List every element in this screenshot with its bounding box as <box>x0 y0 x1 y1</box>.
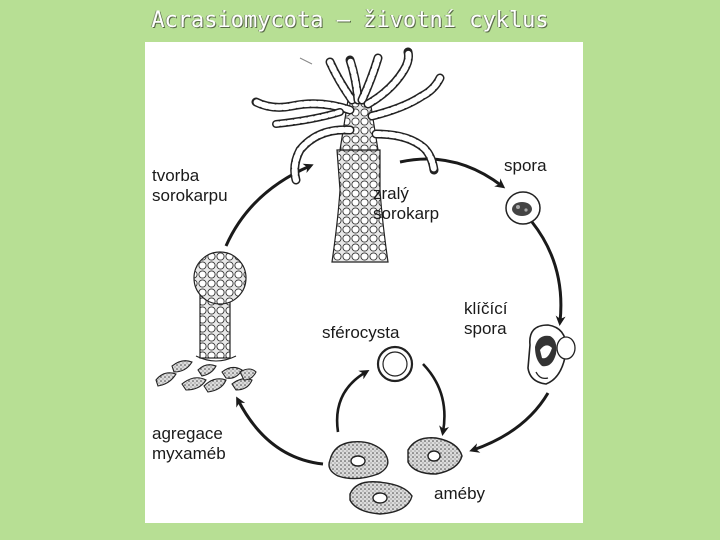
arrow-to-spora <box>399 157 506 189</box>
label-klicici-spora: klíčící spora <box>464 299 508 338</box>
germinating-spore-illustration <box>527 324 576 385</box>
arrow-from-sferocysta <box>422 363 449 436</box>
arrow-to-klicici-spora <box>530 221 566 326</box>
mature-sorocarp-illustration <box>251 47 445 263</box>
arrow-to-ameby <box>469 392 550 453</box>
label-zraly-sorokarp: zralý sorokarp <box>373 184 440 223</box>
label-tvorba-sorokarpu: tvorba sorokarpu <box>152 166 228 205</box>
slide-title: Acrasiomycota – životní cyklus <box>151 8 549 33</box>
inner-cycle-arrows <box>335 363 449 436</box>
aggregating-myxamoebae-illustration <box>155 360 257 393</box>
label-sferocysta: sférocysta <box>322 323 400 342</box>
sorocarp-branches <box>251 47 445 185</box>
sorocarp-stalk <box>331 149 389 263</box>
arrow-to-sferocysta <box>335 369 370 433</box>
arrow-to-agregace <box>236 396 324 466</box>
label-agregace-myxameb: agregace myxaméb <box>152 424 226 463</box>
amoebae-illustration <box>328 437 463 515</box>
label-spora: spora <box>504 156 547 175</box>
spore-illustration <box>505 191 541 225</box>
label-ameby: améby <box>434 484 486 503</box>
spherocyst-illustration <box>376 345 414 383</box>
forming-sorocarp-illustration <box>193 251 247 362</box>
